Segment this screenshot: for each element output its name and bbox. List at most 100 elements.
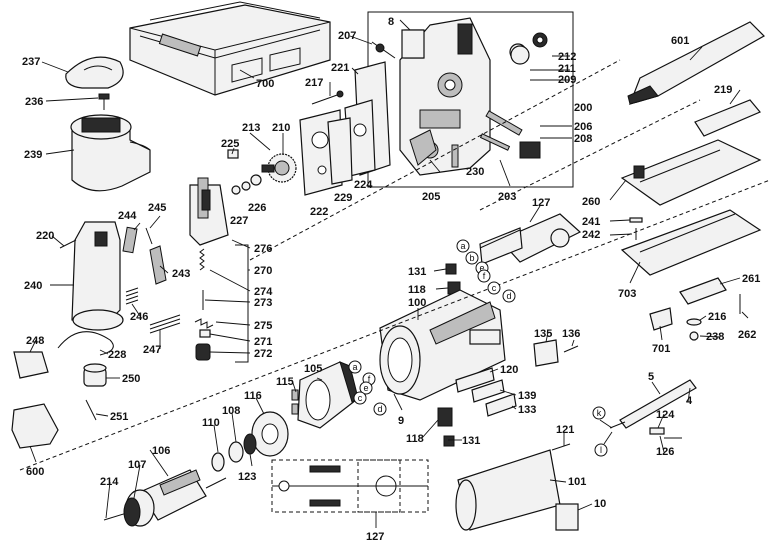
spring-274	[199, 248, 205, 271]
plunger-assembly	[189, 177, 229, 246]
connector-d2: d	[377, 404, 382, 414]
part-label-227: 227	[230, 215, 248, 227]
part-label-121: 121	[556, 424, 574, 436]
washer-216	[686, 318, 702, 326]
part-label-214: 214	[100, 476, 119, 488]
clip-131a	[445, 263, 457, 275]
part-label-276: 276	[254, 243, 272, 255]
part-label-101: 101	[568, 476, 586, 488]
part-label-200: 200	[574, 102, 592, 114]
part-label-272: 272	[254, 348, 272, 360]
connector-l: l	[600, 445, 602, 455]
part-label-262: 262	[738, 329, 756, 341]
part-label-8: 8	[388, 16, 394, 28]
knob-250	[83, 363, 107, 387]
part-label-230: 230	[466, 166, 484, 178]
part-label-238: 238	[706, 331, 724, 343]
leader-lines	[29, 19, 749, 528]
part-label-9: 9	[398, 415, 404, 427]
connector-e1: e	[479, 263, 484, 273]
cap-part	[65, 56, 124, 89]
part-label-247: 247	[143, 344, 161, 356]
motor-cover-part	[70, 114, 151, 192]
bearing-209	[510, 45, 530, 65]
part-label-248: 248	[26, 335, 44, 347]
part-label-601: 601	[671, 35, 689, 47]
connector-f2: f	[368, 374, 371, 384]
guard-600	[11, 403, 59, 449]
part-label-115: 115	[276, 376, 294, 388]
part-label-108: 108	[222, 405, 240, 417]
part-label-210: 210	[272, 122, 290, 134]
part-label-133: 133	[518, 404, 536, 416]
washer-110	[211, 452, 225, 472]
brush-139	[471, 379, 505, 403]
part-label-224: 224	[354, 179, 373, 191]
part-label-120: 120	[500, 364, 518, 376]
part-label-242: 242	[582, 229, 600, 241]
part-label-207: 207	[338, 30, 356, 42]
screw-136	[563, 345, 579, 353]
nut-271	[199, 329, 211, 338]
part-label-274: 274	[254, 286, 273, 298]
bearing-108	[228, 441, 244, 463]
part-label-275: 275	[254, 320, 272, 332]
motor-housing-240	[71, 221, 124, 331]
clip-248	[13, 351, 49, 379]
part-label-203: 203	[498, 191, 516, 203]
connector-a2: a	[352, 362, 357, 372]
label-plate-8	[401, 29, 425, 59]
carry-case	[129, 1, 331, 96]
part-label-228: 228	[108, 349, 126, 361]
part-label-237: 237	[22, 56, 40, 68]
part-label-271: 271	[254, 336, 272, 348]
ring-116	[251, 411, 289, 457]
part-label-213: 213	[242, 122, 260, 134]
part-label-241: 241	[582, 216, 600, 228]
circuit-127	[271, 459, 429, 513]
connector-b1: b	[469, 253, 474, 263]
clip-118b	[437, 407, 453, 427]
bolt-207	[371, 41, 396, 59]
part-label-261: 261	[742, 273, 760, 285]
part-label-105: 105	[304, 363, 322, 375]
brush-133	[485, 393, 517, 417]
part-label-127-top: 127	[532, 197, 550, 209]
part-label-118-top: 118	[408, 284, 426, 296]
part-label-236: 236	[25, 96, 43, 108]
part-label-245: 245	[148, 202, 166, 214]
part-label-222: 222	[310, 206, 328, 218]
washers-226-227	[231, 174, 262, 195]
bracket-270	[235, 244, 249, 363]
part-label-221: 221	[331, 62, 349, 74]
part-label-217: 217	[305, 77, 323, 89]
part-label-225: 225	[221, 138, 239, 150]
screw-251	[85, 399, 97, 421]
part-label-118-bottom: 118	[406, 433, 424, 445]
brush-holder-120	[455, 367, 495, 393]
part-label-701: 701	[652, 343, 670, 355]
base-plate-260	[479, 99, 762, 211]
part-label-127-bottom: 127	[366, 531, 384, 543]
magnet-123	[243, 433, 257, 455]
part-label-135: 135	[534, 328, 552, 340]
gear-210	[261, 153, 297, 183]
stator-105	[297, 361, 359, 429]
lever-243	[149, 245, 167, 285]
part-label-116: 116	[244, 390, 262, 402]
connector-c1: c	[492, 283, 497, 293]
part-label-226: 226	[248, 202, 266, 214]
clamp-261	[679, 277, 727, 305]
part-label-240: 240	[24, 280, 42, 292]
part-label-10: 10	[594, 498, 606, 510]
fan-107	[123, 497, 141, 527]
screw-241-242	[629, 217, 643, 240]
part-label-209: 209	[558, 74, 576, 86]
part-label-250: 250	[122, 373, 140, 385]
clamp-124-126	[649, 427, 682, 439]
part-label-131-bottom: 131	[462, 435, 480, 447]
part-label-5: 5	[648, 371, 654, 383]
part-label-239: 239	[24, 149, 42, 161]
gear-housing-group	[367, 11, 574, 188]
